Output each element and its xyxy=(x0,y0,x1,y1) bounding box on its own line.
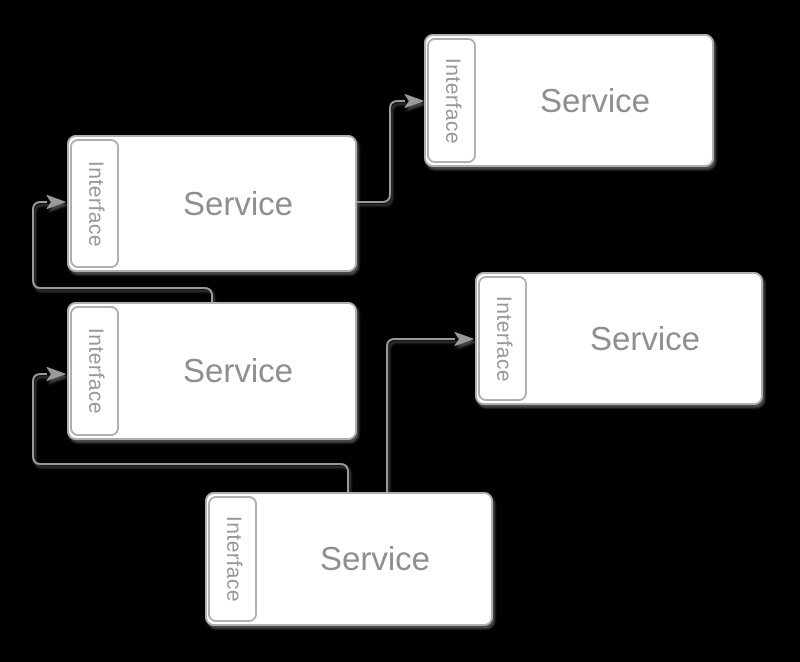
service-node-middle-right: Interface Service xyxy=(475,272,763,405)
service-node-middle-left: Interface Service xyxy=(67,302,357,440)
arrowhead-icon xyxy=(46,367,66,381)
interface-tab: Interface xyxy=(478,276,527,401)
service-body: Service xyxy=(478,36,712,165)
service-body: Service xyxy=(529,274,761,403)
interface-label: Interface xyxy=(440,57,464,144)
service-label: Service xyxy=(319,540,431,577)
edge-bottom-to-middle-left xyxy=(32,367,349,492)
interface-tab: Interface xyxy=(208,496,257,622)
arrowhead-icon xyxy=(454,332,474,346)
interface-tab: Interface xyxy=(70,139,119,268)
service-label: Service xyxy=(182,184,294,222)
service-node-upper-left: Interface Service xyxy=(67,135,357,272)
service-label: Service xyxy=(539,81,651,119)
service-label: Service xyxy=(182,352,294,389)
service-label: Service xyxy=(589,319,701,357)
edge-upper-left-to-top-right xyxy=(357,94,424,203)
service-body: Service xyxy=(121,304,355,438)
interface-label: Interface xyxy=(83,160,107,247)
arrowhead-icon xyxy=(404,94,424,108)
arrowhead-icon xyxy=(46,195,66,209)
service-body: Service xyxy=(121,137,355,270)
interface-label: Interface xyxy=(221,515,245,603)
interface-label: Interface xyxy=(83,327,107,415)
interface-tab: Interface xyxy=(427,38,476,163)
service-body: Service xyxy=(259,494,491,624)
service-node-top-right: Interface Service xyxy=(424,34,714,167)
interface-tab: Interface xyxy=(70,306,119,436)
edge-middle-left-to-upper-left xyxy=(32,195,213,302)
service-node-bottom: Interface Service xyxy=(205,492,493,626)
interface-label: Interface xyxy=(491,295,515,382)
edge-bottom-to-middle-right xyxy=(386,332,474,492)
